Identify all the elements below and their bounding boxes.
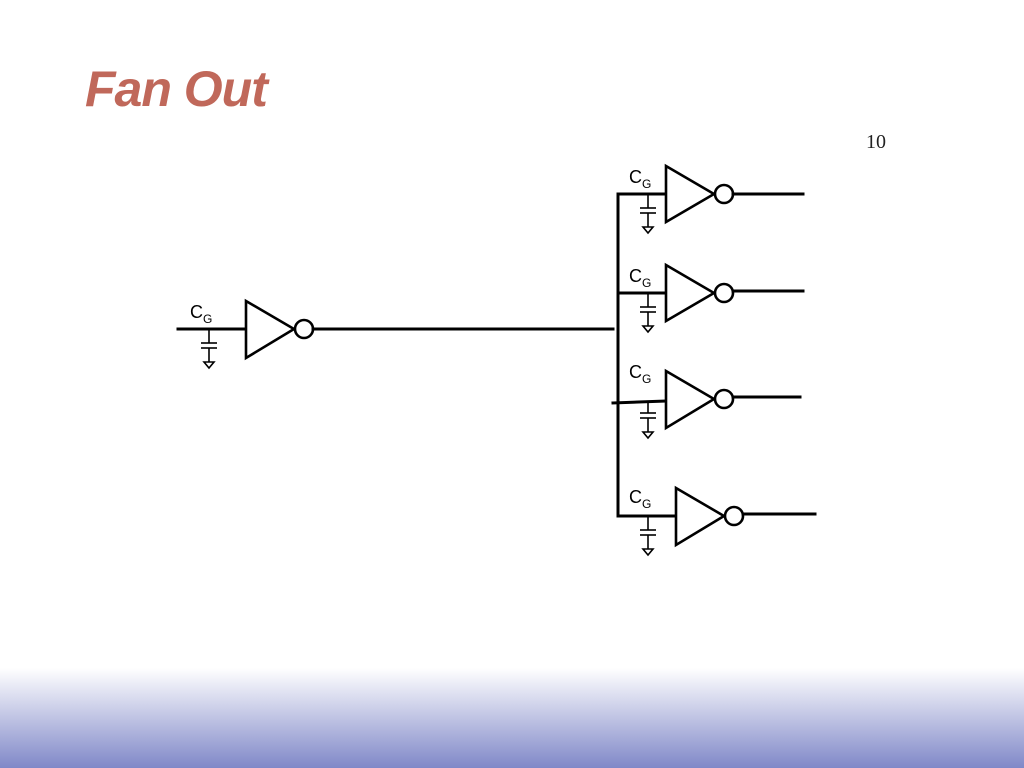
cap-label: CG (629, 167, 651, 191)
slide-title: Fan Out (85, 61, 268, 117)
load-input-capacitor (640, 293, 656, 334)
page-number: 10 (866, 131, 886, 153)
load-inverter-bubble (713, 282, 735, 304)
load-input-wire (611, 399, 667, 405)
load-inverter (664, 368, 717, 431)
driver-inverter (244, 298, 297, 361)
cap-label: CG (629, 266, 651, 290)
load-stage-4: CG (616, 485, 817, 557)
driver-stage: CG (176, 298, 315, 370)
load-inverter-bubble (723, 505, 745, 527)
load-stage-1: CG (616, 163, 805, 235)
cap-label: CG (629, 362, 651, 386)
load-input-capacitor (640, 402, 656, 440)
load-input-capacitor (640, 516, 656, 557)
load-inverter (664, 163, 717, 225)
load-inverter-bubble (713, 183, 735, 205)
footer-gradient-band (0, 668, 1024, 768)
driver-inverter-bubble (293, 318, 315, 340)
cap-label: CG (629, 487, 651, 511)
load-input-capacitor (640, 194, 656, 235)
driver-input-capacitor (201, 329, 217, 370)
load-stage-3: CG (611, 362, 802, 440)
load-stage-2: CG (616, 262, 805, 334)
cap-label: CG (190, 302, 212, 326)
load-inverter-bubble (713, 388, 735, 410)
load-inverter (664, 262, 717, 324)
load-inverter (674, 485, 727, 548)
